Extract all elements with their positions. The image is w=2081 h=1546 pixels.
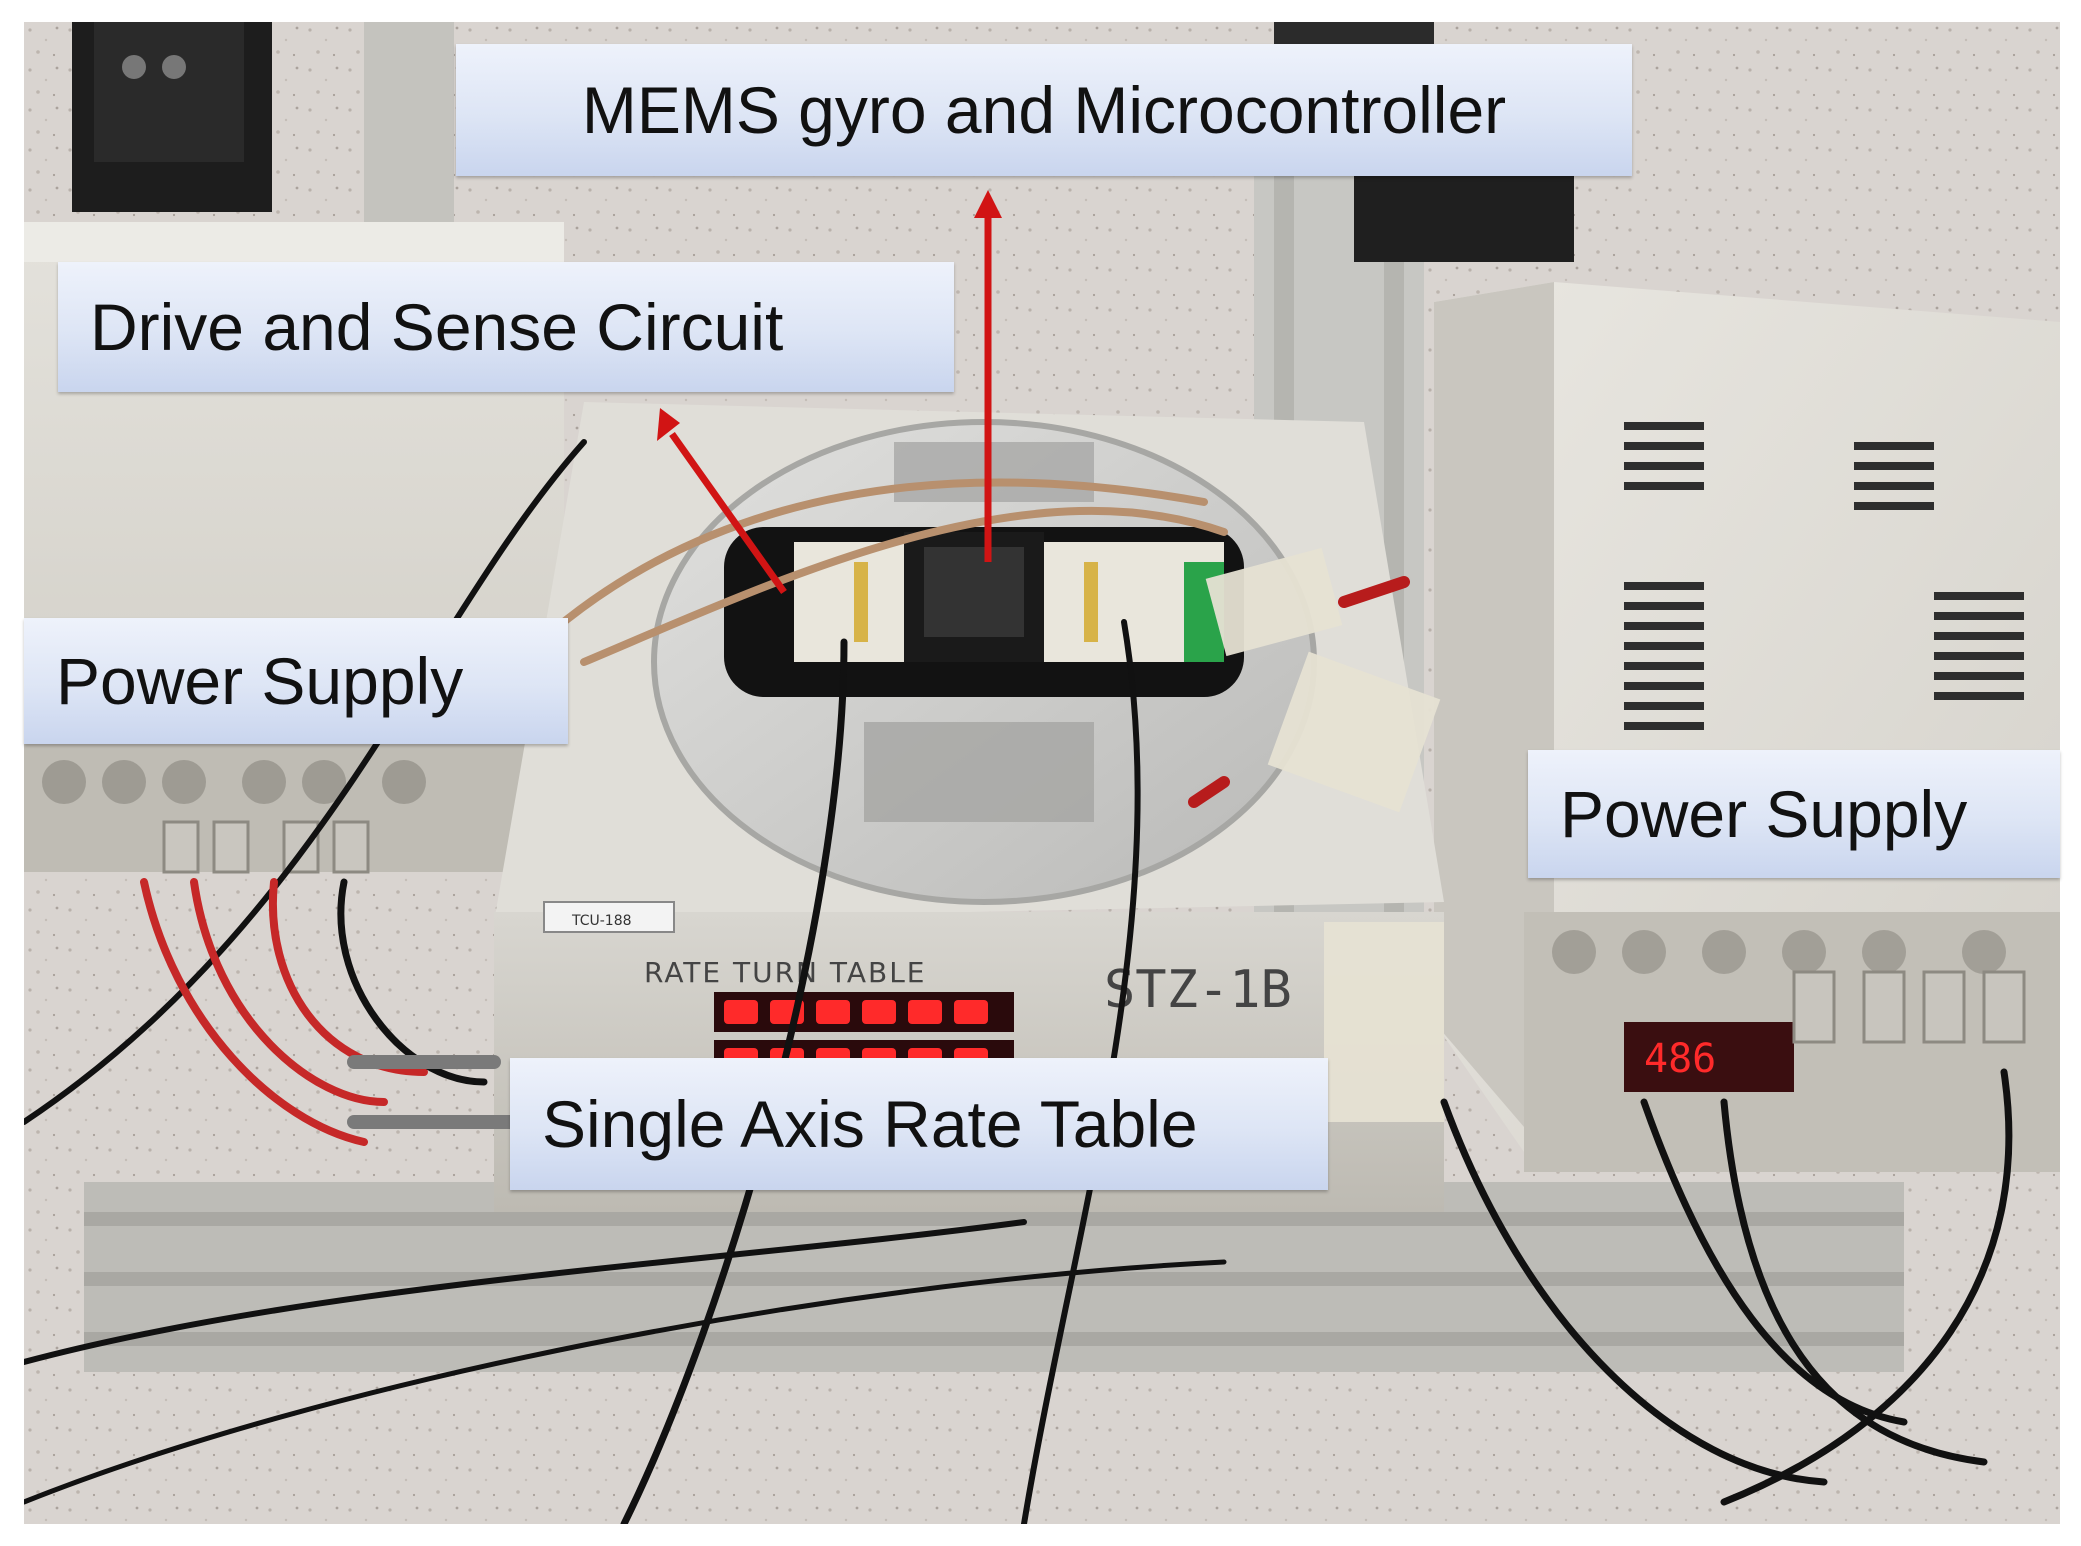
gyro-fixture <box>724 527 1244 697</box>
readout-text: 486 <box>1644 1036 1716 1082</box>
svg-text:STZ-1B: STZ-1B <box>1104 960 1292 1020</box>
label-power-supply-right: Power Supply <box>1528 750 2060 878</box>
label-power-supply-left: Power Supply <box>24 618 568 744</box>
right-power-supply: 486 <box>1434 282 2060 1172</box>
vent-slots <box>1624 422 2024 730</box>
black-stand <box>72 22 1574 262</box>
svg-text:RATE TURN TABLE: RATE TURN TABLE <box>644 956 926 989</box>
arrow-head-mems <box>974 190 1002 218</box>
label-mems-gyro: MEMS gyro and Microcontroller <box>456 44 1632 176</box>
arrow-head-drive <box>657 408 680 441</box>
tag-label <box>543 901 675 933</box>
label-rate-table: Single Axis Rate Table <box>510 1058 1328 1190</box>
annotation-arrows <box>657 190 1002 595</box>
label-drive-sense-circuit: Drive and Sense Circuit <box>58 262 954 392</box>
svg-text:TCU-188: TCU-188 <box>571 913 632 929</box>
led-display <box>1624 1022 1794 1092</box>
arrow-to-drive <box>669 431 787 595</box>
